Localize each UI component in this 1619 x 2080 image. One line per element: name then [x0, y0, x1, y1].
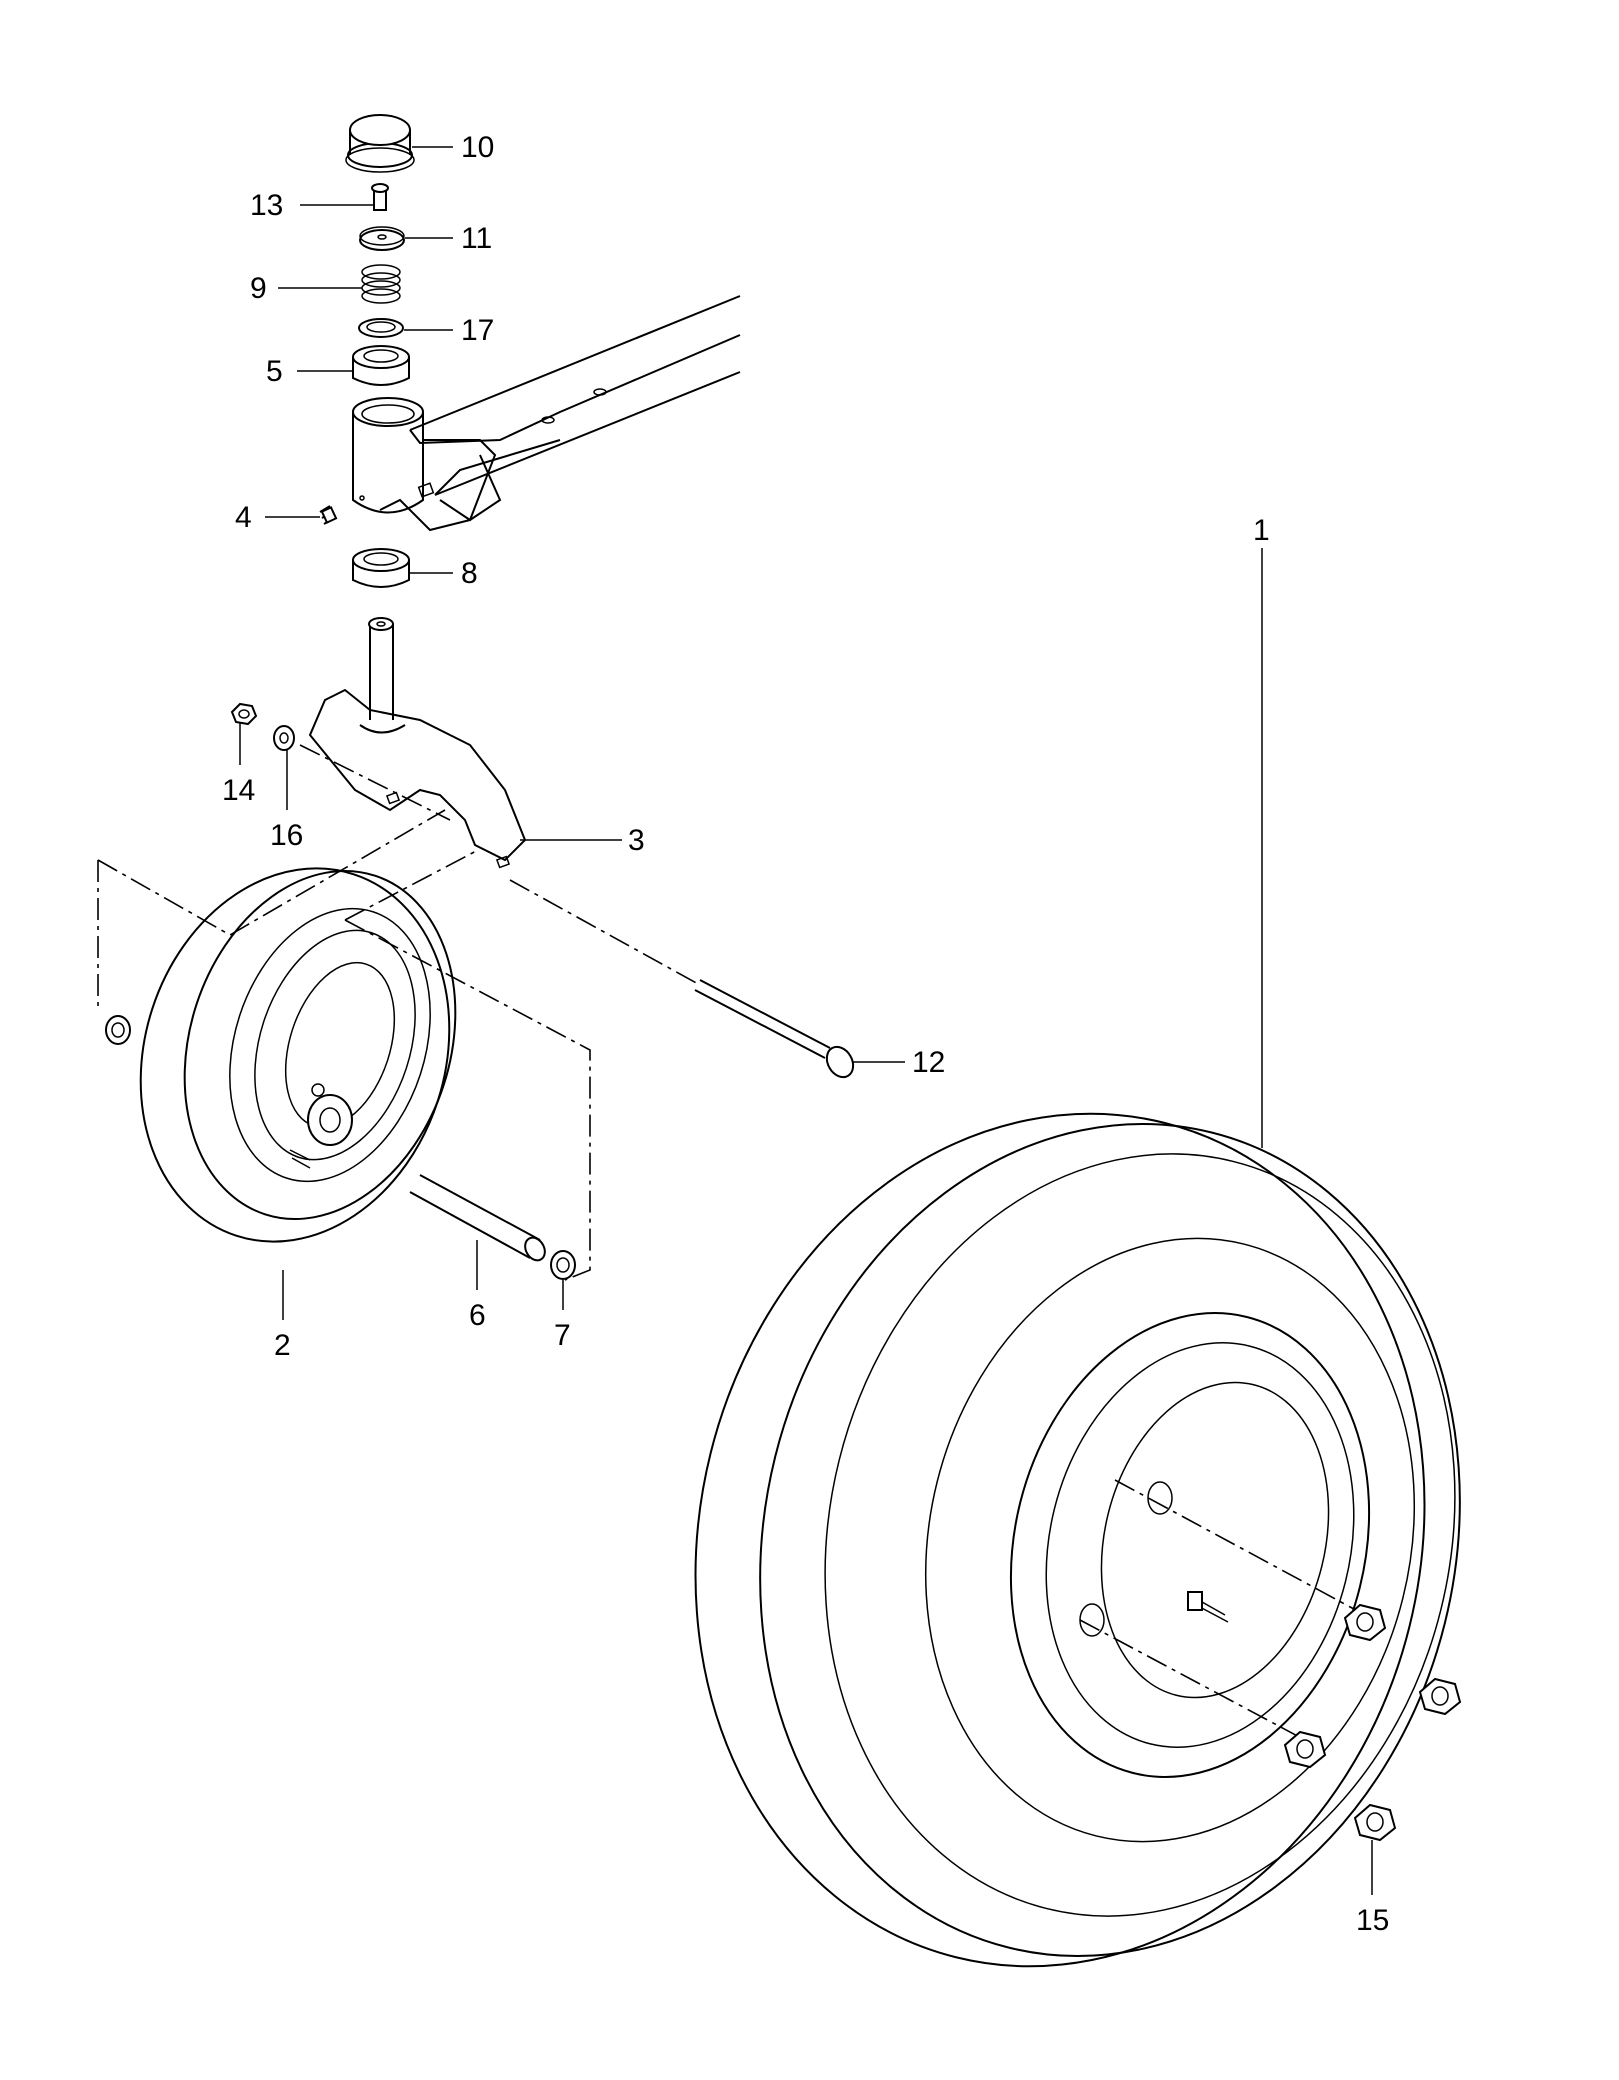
callout-5: 5	[266, 355, 283, 388]
drive-wheel	[694, 1112, 1461, 1968]
assembly-lines	[97, 744, 1366, 1741]
grease-fitting	[319, 505, 338, 525]
callout-11: 11	[461, 222, 492, 255]
dust-cap	[345, 114, 415, 173]
leader-lines	[239, 146, 1373, 1895]
washer-small	[273, 725, 295, 751]
callout-2: 2	[274, 1329, 291, 1362]
callout-3: 3	[628, 824, 645, 857]
lug-nuts	[1283, 1603, 1462, 1842]
spacer-washer-right	[550, 1250, 576, 1280]
caster-axle-spacer	[409, 1174, 546, 1262]
flat-washer	[358, 318, 404, 338]
callout-14: 14	[222, 774, 255, 807]
callout-16: 16	[270, 819, 303, 852]
upper-bearing	[352, 345, 410, 386]
callout-1: 1	[1253, 514, 1270, 547]
callout-15: 15	[1356, 1904, 1389, 1937]
callout-8: 8	[461, 557, 478, 590]
caster-housing	[352, 397, 497, 532]
caster-fork	[308, 617, 527, 869]
callout-13: 13	[250, 189, 283, 222]
callout-6: 6	[469, 1299, 486, 1332]
axle-bolt	[694, 979, 855, 1079]
callout-7: 7	[554, 1319, 571, 1352]
callout-4: 4	[235, 501, 252, 534]
frame-arm	[409, 295, 741, 522]
callout-17: 17	[461, 314, 494, 347]
washer	[359, 226, 405, 251]
lock-nut-small	[230, 702, 258, 726]
callout-12: 12	[912, 1046, 945, 1079]
spacer-washer-left	[105, 1015, 131, 1045]
callouts: 10 13 11 9 17 5 4 8 14 16 3 12 1 2 6 7 1…	[222, 131, 1389, 1937]
bolt	[371, 183, 389, 211]
callout-9: 9	[250, 272, 267, 305]
lower-bearing	[352, 548, 410, 588]
callout-10: 10	[461, 131, 494, 164]
spring	[361, 264, 401, 304]
caster-wheel	[139, 867, 457, 1243]
